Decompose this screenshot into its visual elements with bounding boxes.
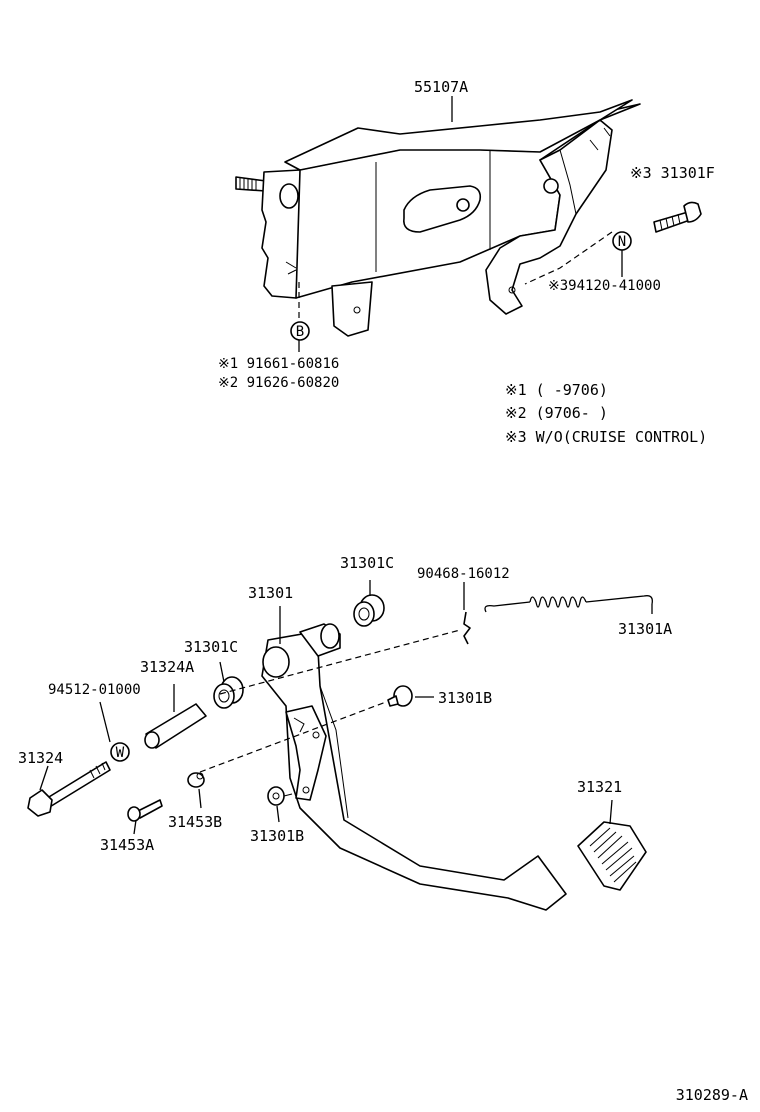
svg-text:W: W (116, 745, 125, 761)
svg-text:N: N (618, 234, 626, 250)
stopper-31301b-right-drawing (387, 685, 413, 707)
pedal-31301-drawing (261, 623, 567, 911)
badge-b: B (290, 321, 310, 341)
label-31453a: 31453A (100, 836, 154, 854)
label-91626-60820: ※2 91626-60820 (218, 375, 339, 391)
note-1: ※1 ( -9706) (505, 381, 608, 399)
pin-31453a-drawing (127, 799, 163, 822)
pedal-pad-31321-drawing (577, 821, 647, 891)
label-31453b: 31453B (168, 813, 222, 831)
label-55107a: 55107A (414, 78, 468, 96)
badge-n: N (612, 231, 632, 251)
label-94120-41000: ※394120-41000 (548, 278, 661, 294)
label-31321: 31321 (577, 778, 622, 796)
label-94512-01000: 94512-01000 (48, 682, 141, 698)
bushing-31301c-left-drawing (213, 676, 244, 709)
label-91661-60816: ※1 91661-60816 (218, 356, 339, 372)
clip-90468-drawing (463, 611, 471, 645)
label-31324: 31324 (18, 749, 63, 767)
label-31301a: 31301A (618, 620, 672, 638)
svg-text:B: B (296, 324, 304, 340)
pin-31453b-drawing (187, 772, 205, 788)
label-31301f: ※3 31301F (630, 164, 715, 182)
spring-31301a-drawing (484, 595, 653, 613)
label-31301c-top: 31301C (340, 554, 394, 572)
badge-w: W (110, 742, 130, 762)
label-31301b-lower: 31301B (250, 827, 304, 845)
bushing-31301c-top-drawing (353, 594, 385, 627)
bolt-31324-drawing (27, 761, 111, 817)
label-31301: 31301 (248, 584, 293, 602)
label-31301b-right: 31301B (438, 689, 492, 707)
note-3: ※3 W/O(CRUISE CONTROL) (505, 428, 707, 446)
stopper-31301b-lower-drawing (267, 786, 293, 806)
label-90468-16012: 90468-16012 (417, 566, 510, 582)
label-31324a: 31324A (140, 658, 194, 676)
diagram-code: 310289-A (676, 1086, 748, 1104)
collar-31324a-drawing (144, 703, 207, 749)
bolt-31301f-drawing (653, 201, 702, 233)
note-2: ※2 (9706- ) (505, 404, 608, 422)
bracket-55107a-drawing (235, 99, 641, 337)
label-31301c-left: 31301C (184, 638, 238, 656)
